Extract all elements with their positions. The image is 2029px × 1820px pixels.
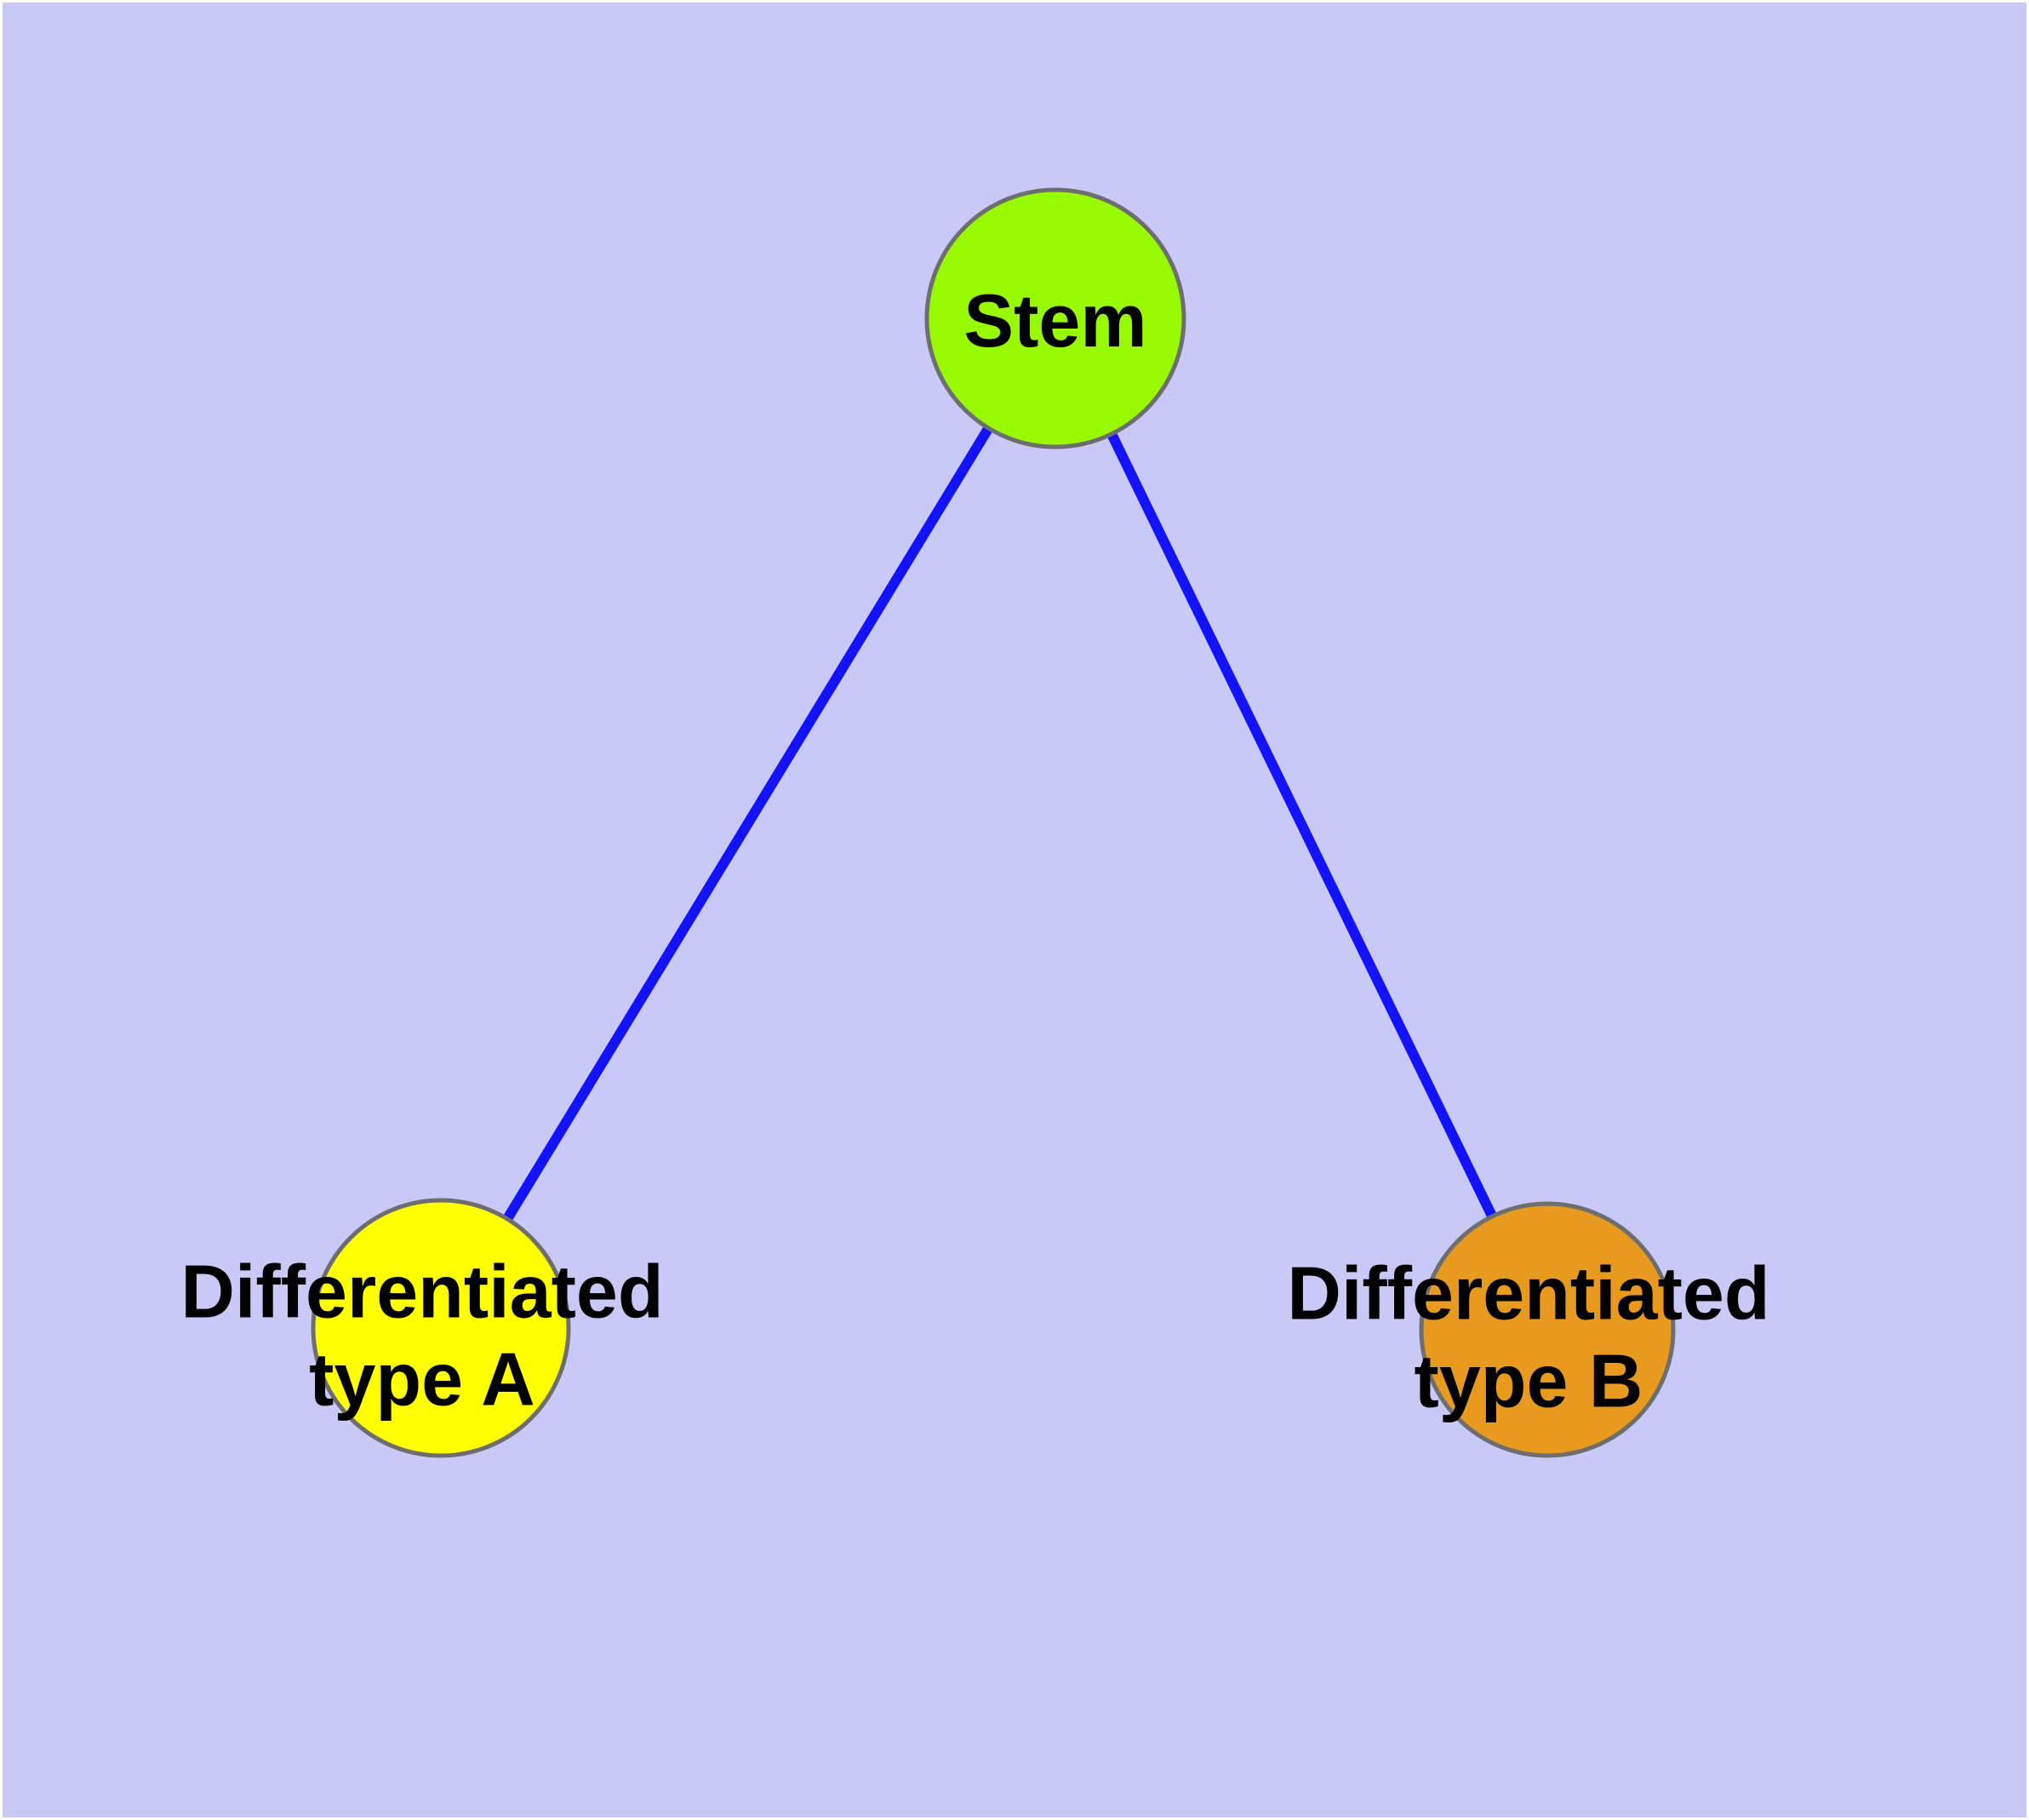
- node-label-type-b-line-2: type B: [1415, 1339, 1643, 1423]
- node-label-type-b-line-1: Differentiated: [1287, 1251, 1769, 1336]
- edge-stem-type-a: [436, 315, 1060, 1331]
- node-label-stem-line-1: Stem: [963, 278, 1146, 363]
- node-type-b: [1419, 1201, 1676, 1458]
- node-label-type-a-line-2: type A: [309, 1337, 535, 1422]
- edge-stem-type-b: [1050, 316, 1552, 1332]
- node-label-type-a-line-1: Differentiated: [180, 1250, 663, 1334]
- node-stem: [924, 187, 1186, 449]
- node-type-a: [311, 1198, 571, 1458]
